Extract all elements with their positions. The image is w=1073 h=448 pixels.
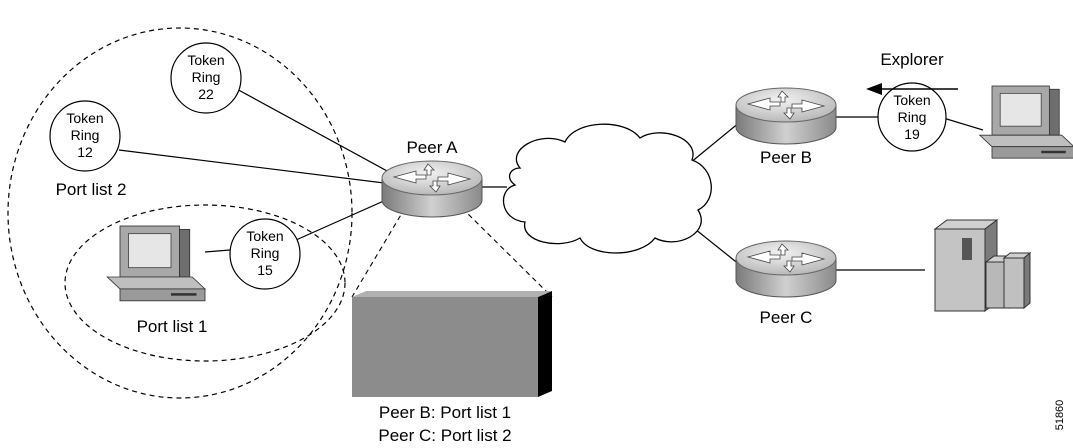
ring-label-line1: Token <box>246 228 283 244</box>
peer-a-label: Peer A <box>406 138 458 157</box>
router-peer-c <box>735 240 837 298</box>
ring-number: 12 <box>77 144 93 160</box>
ring-label-line1: Token <box>66 110 103 126</box>
explorer-label: Explorer <box>880 50 944 69</box>
ring-label-line2: Ring <box>192 69 221 85</box>
link-ring15-peer-a <box>295 195 396 241</box>
peer-b-label: Peer B <box>760 148 812 167</box>
link-cloud-peer-b <box>689 121 741 164</box>
ring-number: 22 <box>198 86 214 102</box>
ring-label-line1: Token <box>187 52 224 68</box>
link-ring19-pc <box>939 116 984 131</box>
ring-label-line1: Token <box>893 92 930 108</box>
connections <box>118 86 984 271</box>
link-ring12-peer-a <box>118 149 401 186</box>
link-cloud-peer-c <box>689 224 741 266</box>
wan-cloud <box>502 123 712 254</box>
ring-number: 15 <box>257 262 273 278</box>
link-ring22-peer-a <box>232 86 401 179</box>
ring-label-line2: Ring <box>898 109 927 125</box>
link-pc1-ring15 <box>204 249 231 253</box>
token-ring-22: Token Ring 22 <box>170 42 242 114</box>
peer-a-table-callout <box>351 207 553 298</box>
peer-c-label: Peer C <box>760 308 813 327</box>
ring-label-line2: Ring <box>71 127 100 143</box>
token-ring-15: Token Ring 15 <box>229 218 301 290</box>
figure-id: 51860 <box>1054 400 1066 431</box>
workstation-port-list-1 <box>106 225 206 302</box>
callout-left <box>351 207 406 298</box>
workstation-explorer-source <box>979 85 1073 159</box>
table-line-1: Peer B: Port list 1 <box>379 403 511 422</box>
ring-number: 19 <box>904 126 920 142</box>
port-list-1-boundary <box>64 204 346 362</box>
token-ring-19: Token Ring 19 <box>877 82 947 152</box>
router-peer-b <box>735 87 837 145</box>
token-ring-12: Token Ring 12 <box>49 100 121 172</box>
port-list-1-label: Port list 1 <box>137 317 208 336</box>
peer-table-box <box>352 291 552 397</box>
explorer-arrow <box>866 83 958 95</box>
router-peer-a <box>381 160 483 218</box>
port-list-2-label: Port list 2 <box>56 180 127 199</box>
port-list-2-boundary <box>7 27 353 399</box>
ring-label-line2: Ring <box>251 245 280 261</box>
table-line-2: Peer C: Port list 2 <box>378 426 511 445</box>
server-icon <box>933 219 1032 312</box>
callout-right <box>461 207 553 298</box>
